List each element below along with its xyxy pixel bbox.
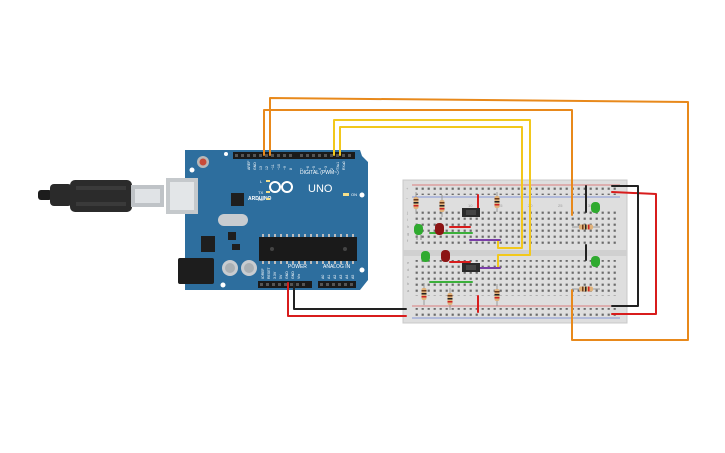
rx-led	[266, 198, 270, 200]
resistor-3[interactable]	[494, 192, 500, 212]
arduino-logo-icon	[269, 181, 293, 193]
resistor-2[interactable]	[439, 195, 445, 217]
pin-5-label: ~5	[312, 166, 316, 170]
led-green-1[interactable]	[414, 224, 423, 240]
pin-7-label: 7	[300, 168, 304, 170]
pin-a0-label: A0	[321, 275, 325, 279]
wire-red-rail[interactable]	[611, 191, 657, 315]
pin-0-label: RX◂0	[342, 161, 346, 170]
row-label: f	[407, 238, 409, 243]
pin-a4-label: A4	[345, 275, 349, 279]
crystal	[218, 214, 248, 226]
on-label: ON	[351, 192, 357, 197]
tx-label: TX	[258, 190, 263, 195]
pin-gnd-b-label: GND	[291, 271, 295, 279]
pin-a5-label: A5	[351, 275, 355, 279]
pin-a3-label: A3	[339, 275, 343, 279]
col-label: 30	[588, 203, 593, 208]
analog-header	[318, 281, 356, 288]
model-label: UNO	[308, 183, 333, 195]
col-label: 15	[498, 203, 503, 208]
pin-a2-label: A2	[333, 275, 337, 279]
l-led	[266, 180, 270, 182]
pin-8-label: 8	[289, 168, 293, 170]
pin-1-label: TX▸1	[336, 162, 340, 170]
pin-10-label: ~10	[277, 164, 281, 170]
resistor-8[interactable]	[572, 286, 600, 292]
pin-13-label: 13	[259, 166, 263, 170]
row-label: a	[407, 288, 410, 293]
resistor-6[interactable]	[494, 284, 500, 306]
pin-aref-label: AREF	[247, 161, 251, 170]
wire-orange-long[interactable]	[269, 97, 689, 341]
resistor-4[interactable]	[421, 283, 427, 305]
col-label: 25	[558, 203, 563, 208]
rail-minus-label: −	[406, 196, 409, 201]
l-led-label: L	[260, 179, 263, 184]
breadboard[interactable]: + − 1 5 10 15 20 25 30 j i h g f e d c b…	[402, 179, 628, 324]
wire-yellow-1[interactable]	[333, 119, 531, 269]
col-label: 10	[468, 203, 473, 208]
atmega-chip	[259, 237, 357, 261]
row-label: i	[407, 217, 408, 222]
digital-header	[233, 152, 355, 159]
bottom-power-rail[interactable]	[414, 308, 618, 316]
wire-orange-short[interactable]	[263, 109, 573, 216]
row-label: c	[407, 274, 409, 279]
pin-ioref-label: IOREF	[261, 268, 265, 279]
row-label: d	[407, 267, 409, 272]
pin-gnd-a-label: GND	[285, 271, 289, 279]
row-label: j	[406, 210, 408, 215]
resistor-1[interactable]	[413, 192, 419, 214]
arduino-uno-board[interactable]: DIGITAL (PWM~) ARDUINO UNO POWER ANALOG …	[166, 150, 368, 290]
pin-6-label: ~6	[306, 166, 310, 170]
top-power-rail[interactable]	[414, 187, 618, 195]
pin-4-label: 4	[318, 168, 322, 170]
led-green-2[interactable]	[421, 251, 430, 262]
pin-3v3-label: 3.3V	[273, 271, 277, 279]
rx-label: RX	[258, 197, 264, 202]
pin-2-label: 2	[330, 168, 334, 170]
wire-red-5v[interactable]	[287, 282, 407, 317]
pushbutton-1[interactable]	[462, 208, 480, 217]
rail-plus-label: +	[406, 186, 409, 191]
row-label: g	[407, 231, 409, 236]
led-green-4[interactable]	[591, 256, 600, 267]
row-label: e	[407, 260, 410, 265]
pin-11-label: ~11	[271, 164, 275, 170]
pin-vin-label: Vin	[297, 274, 301, 279]
wire-black-gnd[interactable]	[293, 282, 407, 310]
on-led	[343, 193, 349, 196]
resistor-5[interactable]	[447, 288, 453, 310]
wire-black-rail[interactable]	[611, 185, 639, 307]
usb-cable[interactable]	[38, 180, 164, 212]
pin-a1-label: A1	[327, 275, 331, 279]
pin-12-label: 12	[265, 166, 269, 170]
led-green-3[interactable]	[591, 202, 600, 213]
wire-yellow-2[interactable]	[339, 126, 523, 249]
digital-label: DIGITAL (PWM~)	[300, 170, 339, 176]
pin-reset-label: RESET	[267, 266, 271, 279]
pin-gnd-label: GND	[253, 162, 257, 170]
led-red-2[interactable]	[441, 250, 450, 262]
arduino-logo-text: ARDUINO	[248, 196, 271, 202]
resistor-7[interactable]	[572, 224, 600, 230]
row-label: h	[407, 224, 409, 229]
power-jack	[178, 258, 214, 284]
pin-9-label: ~9	[283, 166, 287, 170]
led-red-1[interactable]	[435, 223, 444, 235]
analog-label: ANALOG IN	[323, 264, 351, 270]
power-label: POWER	[288, 264, 307, 270]
row-label: b	[407, 281, 410, 286]
pin-3-label: ~3	[324, 166, 328, 170]
tx-led	[266, 191, 270, 193]
pin-5v-label: 5V	[279, 274, 283, 279]
pushbutton-2[interactable]	[462, 263, 480, 272]
